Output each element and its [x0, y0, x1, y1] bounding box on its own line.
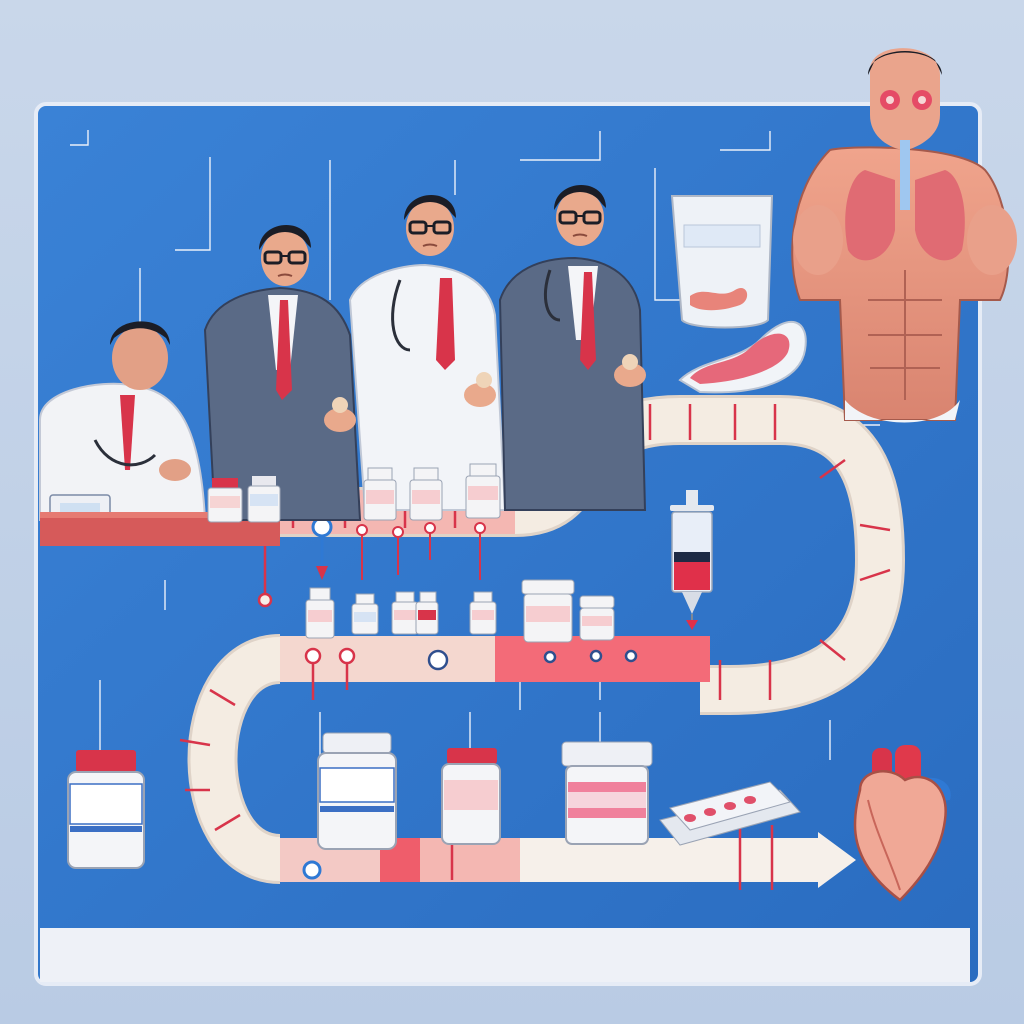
bottle-center-large: [317, 732, 397, 850]
heart-illustration: [853, 745, 951, 902]
blister: [659, 781, 801, 846]
syringe: [670, 490, 714, 630]
tissue-tray: [678, 320, 807, 394]
doctor-suit-1: [203, 223, 362, 521]
doctor-seated: [39, 321, 207, 532]
anatomy-figure: [791, 48, 1017, 423]
doctor-labcoat: [348, 193, 507, 511]
tub: [561, 741, 653, 845]
bottle-row-upper: [207, 463, 501, 523]
bottle-row-middle: [305, 579, 615, 643]
bottle-row-lower: [67, 732, 801, 869]
bottle-left-large: [67, 750, 145, 869]
doctor-suit-2: [498, 183, 647, 511]
caption-box: [40, 928, 970, 982]
pill-bag: [670, 195, 774, 329]
bottle-center-small: [441, 748, 501, 845]
